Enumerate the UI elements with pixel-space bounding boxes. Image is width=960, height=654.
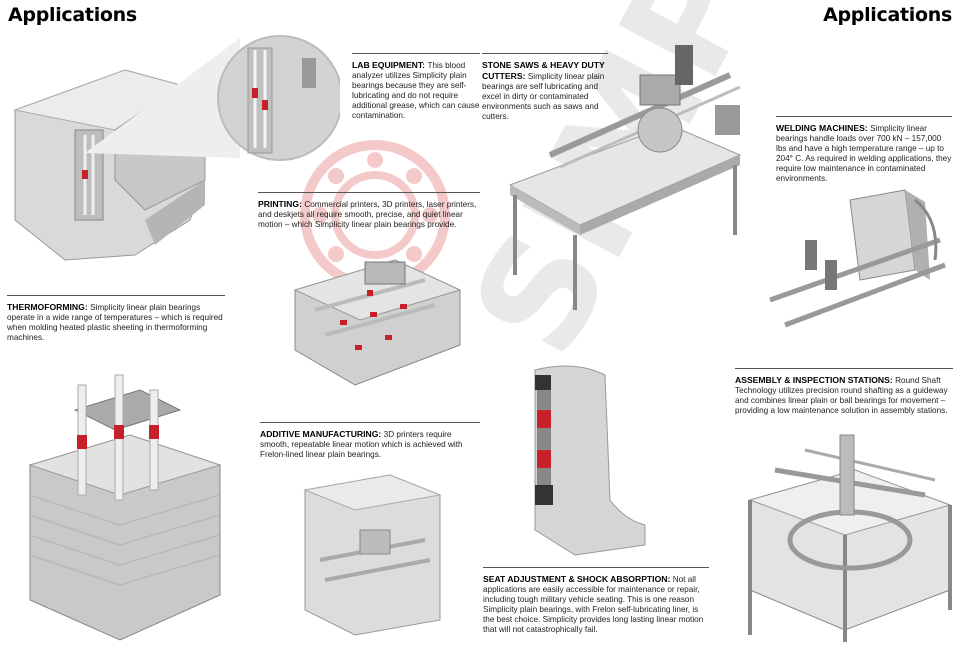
printing-caption: PRINTING: Commercial printers, 3D printe… (258, 192, 480, 230)
assembly-caption: ASSEMBLY & INSPECTION STATIONS: Round Sh… (735, 368, 953, 416)
caption-body: Round Shaft Technology utilizes precisio… (735, 376, 948, 415)
caption-rule (352, 53, 480, 54)
vehicle-seat-illustration (534, 365, 646, 556)
caption-heading: PRINTING: (258, 199, 305, 209)
caption-body: Simplicity linear plain bearings operate… (7, 303, 223, 342)
assembly-station-illustration (748, 434, 952, 642)
thermoforming-illustration (28, 374, 222, 641)
stone-saw-illustration (508, 45, 742, 310)
caption-rule (776, 116, 952, 117)
3d-printer-illustration (303, 474, 442, 636)
caption-body: Not all applications are easily accessib… (483, 575, 704, 634)
caption-heading: STONE SAWS & HEAVY DUTY CUTTERS: (482, 60, 605, 81)
caption-body: Commercial printers, 3D printers, laser … (258, 200, 477, 229)
caption-body: Simplicity linear bearings handle loads … (776, 124, 952, 183)
caption-heading: ASSEMBLY & INSPECTION STATIONS: (735, 375, 896, 385)
additive-manufacturing-caption: ADDITIVE MANUFACTURING: 3D printers requ… (260, 422, 480, 460)
welding-caption: WELDING MACHINES: Simplicity linear bear… (776, 116, 952, 184)
caption-rule (260, 422, 480, 423)
caption-rule (7, 295, 225, 296)
caption-rule (483, 567, 709, 568)
caption-heading: ADDITIVE MANUFACTURING: (260, 429, 384, 439)
caption-body: Simplicity linear plain bearings are sel… (482, 72, 605, 121)
caption-rule (735, 368, 953, 369)
caption-body: This blood analyzer utilizes Simplicity … (352, 61, 480, 120)
caption-heading: SEAT ADJUSTMENT & SHOCK ABSORPTION: (483, 574, 673, 584)
stone-saws-caption: STONE SAWS & HEAVY DUTY CUTTERS: Simplic… (482, 53, 608, 122)
caption-rule (482, 53, 608, 54)
caption-heading: LAB EQUIPMENT: (352, 60, 428, 70)
caption-rule (258, 192, 480, 193)
thermoforming-caption: THERMOFORMING: Simplicity linear plain b… (7, 295, 225, 343)
printer-illustration (293, 259, 462, 386)
page-title-right: Applications (823, 4, 952, 26)
lab-equipment-caption: LAB EQUIPMENT: This blood analyzer utili… (352, 53, 480, 121)
seat-caption: SEAT ADJUSTMENT & SHOCK ABSORPTION: Not … (483, 567, 709, 635)
magnifier-detail-illustration (85, 35, 340, 161)
caption-body: 3D printers require smooth, repeatable l… (260, 430, 463, 459)
caption-heading: WELDING MACHINES: (776, 123, 871, 133)
caption-heading: THERMOFORMING: (7, 302, 91, 312)
page-title-left: Applications (8, 4, 137, 26)
welding-machine-illustration (769, 189, 946, 328)
